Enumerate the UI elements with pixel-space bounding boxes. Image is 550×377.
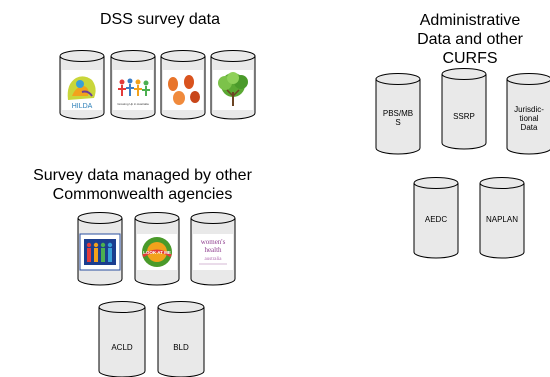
womens-health-logo: women's health australia	[193, 234, 233, 270]
jurisdictional-label: Jurisdic- tional Data	[506, 105, 550, 132]
admin-heading-line-1: Administrative	[419, 12, 521, 29]
look-at-me-logo: LOOK AT ME	[137, 234, 177, 270]
admin-cylinder-aedc: AEDC	[413, 177, 459, 259]
cylinder-shape	[479, 177, 525, 259]
admin-cylinder-jurisdictional: Jurisdic- tional Data	[506, 73, 550, 155]
tree-logo	[213, 70, 253, 110]
admin-cylinder-ssrp: SSRP	[441, 68, 487, 150]
hilda-logo: HILDA	[62, 70, 102, 110]
cylinder-shape	[375, 73, 421, 155]
lsac-logo-text: Growing Up in Australia	[117, 102, 149, 106]
dss-cylinder-tree	[210, 50, 256, 120]
cylinder-shape	[98, 301, 146, 377]
dss-cylinder-hilda: HILDA	[59, 50, 105, 120]
hilda-logo-text: HILDA	[72, 103, 93, 110]
dss-cylinder-lsic	[160, 50, 206, 120]
admin-data-heading: Administrative Data and other CURFS	[395, 11, 545, 68]
womens-health-text-3: australia	[205, 257, 223, 262]
admin-heading-line-3: CURFS	[442, 50, 498, 67]
label-line: Data	[520, 123, 538, 132]
label-line: NAPLAN	[485, 215, 518, 224]
acld-label: ACLD	[111, 343, 133, 352]
other-heading-line-2: Commonwealth agencies	[52, 186, 233, 203]
cylinder-shape	[441, 68, 487, 150]
cylinder-shape	[413, 177, 459, 259]
dss-survey-heading: DSS survey data	[99, 11, 221, 28]
dss-cylinder-lsac: Growing Up in Australia	[110, 50, 156, 120]
label-line: Jurisdic-	[514, 105, 544, 114]
womens-health-text-2: health	[204, 246, 222, 254]
other-cylinder-acld: ACLD	[98, 301, 146, 377]
naplan-label: NAPLAN	[479, 215, 525, 224]
ssrp-label: SSRP	[441, 112, 487, 121]
admin-cylinder-naplan: NAPLAN	[479, 177, 525, 259]
people-bars-logo	[79, 233, 121, 271]
other-cylinder-alswh: women's health australia	[190, 212, 236, 286]
label-line: S	[395, 118, 401, 127]
label-line: tional	[519, 114, 539, 123]
other-agencies-heading: Survey data managed by other Commonwealt…	[0, 166, 285, 204]
admin-cylinder-pbs-mbs: PBS/MB S	[375, 73, 421, 155]
pbs-mbs-label: PBS/MB S	[375, 109, 421, 127]
other-cylinder-lsic: LOOK AT ME	[134, 212, 180, 286]
cylinder-shape	[157, 301, 205, 377]
label-line: SSRP	[453, 112, 475, 121]
cylinder-shape	[506, 73, 550, 155]
womens-health-text-1: women's	[201, 238, 226, 246]
other-cylinder-hilda-alt	[77, 212, 123, 286]
other-cylinder-bld: BLD	[157, 301, 205, 377]
other-heading-line-1: Survey data managed by other	[33, 167, 252, 184]
bld-label: BLD	[173, 343, 189, 352]
label-line: AEDC	[424, 215, 448, 224]
label-line: PBS/MB	[382, 109, 414, 118]
look-at-me-text: LOOK AT ME	[143, 250, 171, 255]
admin-heading-line-2: Data and other	[417, 31, 523, 48]
lsac-logo: Growing Up in Australia	[113, 70, 153, 110]
aedc-label: AEDC	[413, 215, 459, 224]
footprints-logo	[163, 70, 203, 110]
